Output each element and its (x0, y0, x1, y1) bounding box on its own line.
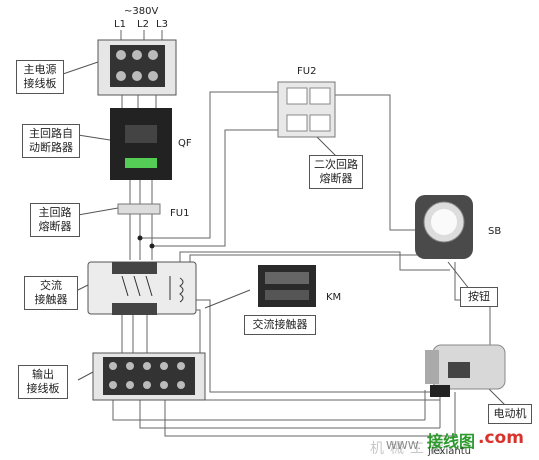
button-code: SB (488, 226, 502, 237)
secondary-fuse-callout: 二次回路 熔断器 (309, 155, 363, 189)
secondary-fuse-code: FU2 (297, 66, 317, 77)
watermark-site-cn: 接线图 (427, 432, 476, 451)
main-breaker-symbol (110, 108, 172, 180)
main-fuse-callout: 主回路 熔断器 (30, 203, 80, 237)
main-breaker-code: QF (178, 138, 192, 149)
push-button-symbol (415, 195, 473, 259)
phase-l2-label: L2 (137, 19, 149, 30)
contactor-code: KM (326, 292, 342, 303)
button-callout: 按钮 (460, 287, 498, 307)
contactor-photo-callout: 交流接触器 (244, 315, 316, 335)
contactor-callout: 交流 接触器 (24, 276, 78, 310)
output-terminal-board-callout: 输出 接线板 (18, 365, 68, 399)
main-terminal-board-symbol (97, 39, 177, 96)
phase-l3-label: L3 (156, 19, 168, 30)
phase-l1-label: L1 (114, 19, 126, 30)
watermark-www: WWW. (386, 439, 421, 452)
motor-callout: 电动机 (488, 404, 532, 424)
motor-symbol (425, 344, 506, 397)
main-fuse-code: FU1 (170, 208, 190, 219)
supply-voltage-label: ~380V (124, 6, 159, 17)
main-fuse-symbol (117, 203, 161, 215)
contactor-symbol (87, 261, 197, 315)
main-breaker-callout: 主回路自 动断路器 (22, 124, 80, 158)
contactor-photo (258, 265, 316, 307)
output-terminal-board-symbol (92, 352, 206, 401)
main-terminal-board-callout: 主电源 接线板 (16, 60, 64, 94)
watermark-dot-com: .com (478, 428, 524, 448)
secondary-fuse-symbol (277, 81, 336, 138)
watermark-faded-text: 机械工程 (370, 441, 450, 457)
watermark-site-pinyin: jiexiantu (428, 446, 471, 457)
